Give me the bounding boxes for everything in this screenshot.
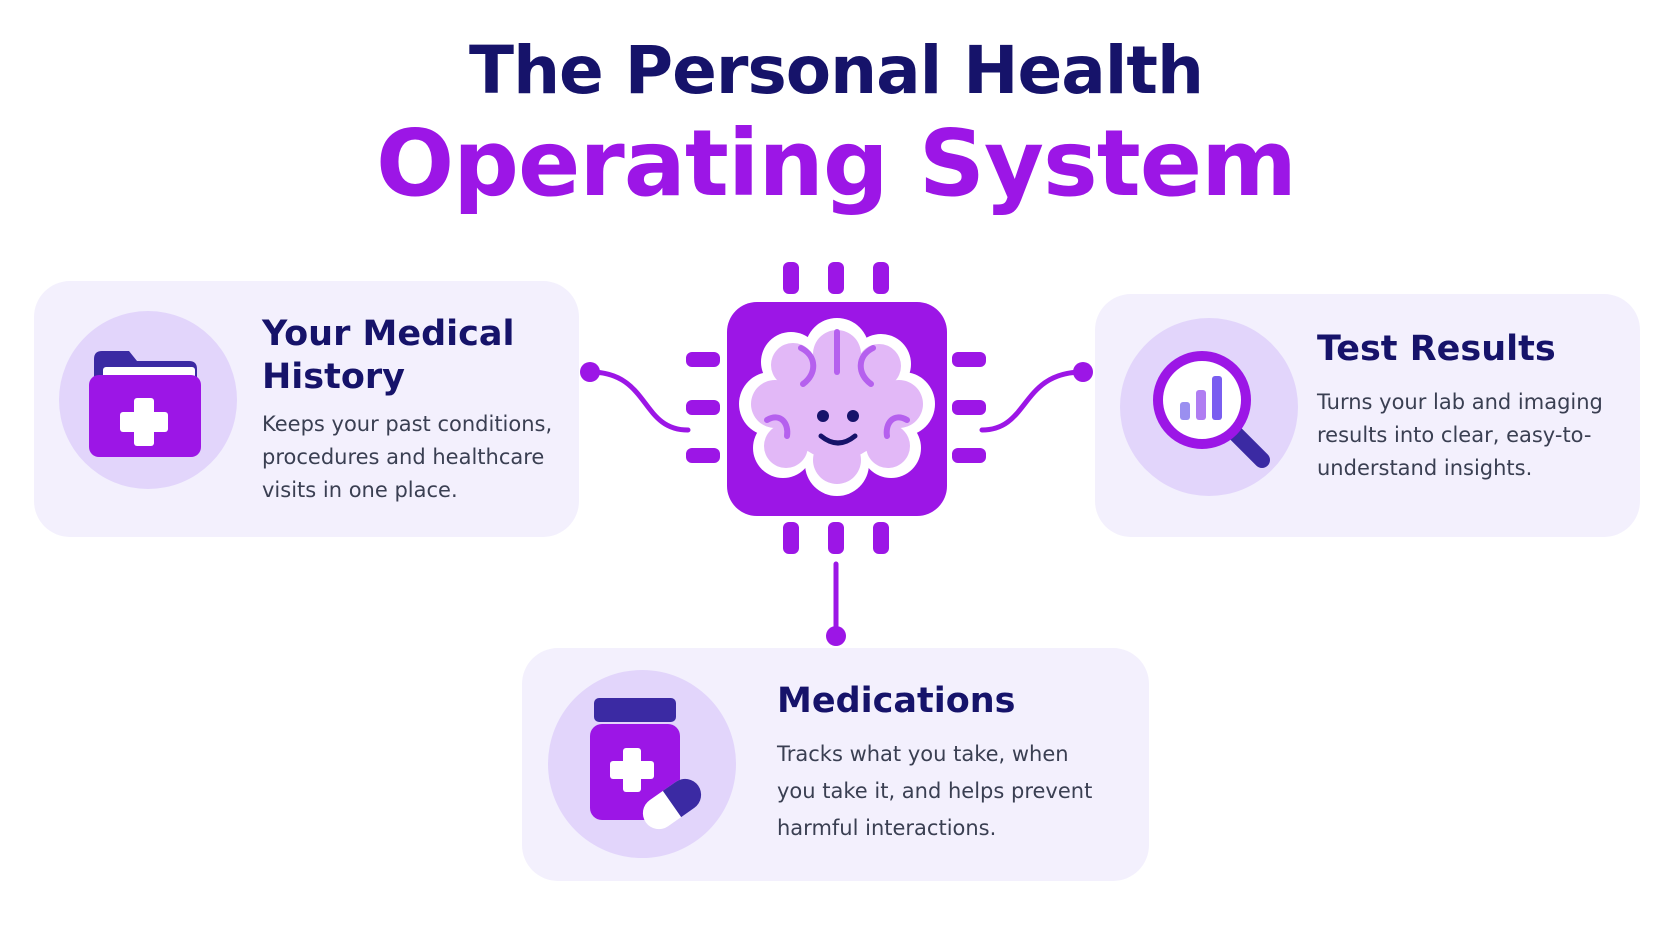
card-medical-history: Your Medical History Keeps your past con… (34, 281, 579, 537)
card-desc-test-results: Turns your lab and imaging results into … (1317, 390, 1603, 480)
connector-right-dot (1073, 362, 1093, 382)
medical-folder-icon (89, 351, 201, 457)
card-test-results: Test Results Turns your lab and imaging … (1095, 294, 1640, 537)
title-block: The Personal Health Operating System (0, 28, 1672, 218)
page-title: The Personal Health (469, 32, 1204, 109)
card-desc-medications: Tracks what you take, when you take it, … (777, 742, 1093, 840)
connector-left-dot (580, 362, 600, 382)
icon-circle-test-results (1120, 318, 1298, 496)
pill-bottle-icon (590, 698, 702, 830)
card-title-test-results: Test Results (1317, 329, 1556, 369)
magnifier-chart-icon (1153, 351, 1270, 468)
page-subtitle: Operating System (375, 110, 1297, 217)
connector-left (587, 369, 691, 433)
brain-chip-icon (686, 262, 986, 554)
card-medications: Medications Tracks what you take, when y… (522, 648, 1149, 881)
connector-right (979, 369, 1086, 433)
card-title-medications: Medications (777, 681, 1016, 721)
card-title-medical-history: Your Medical History (262, 314, 515, 397)
icon-circle-medical-history (59, 311, 237, 489)
icon-circle-medications (548, 670, 736, 858)
connector-bottom-dot (826, 626, 846, 646)
card-desc-medical-history: Keeps your past conditions, procedures a… (262, 412, 553, 502)
